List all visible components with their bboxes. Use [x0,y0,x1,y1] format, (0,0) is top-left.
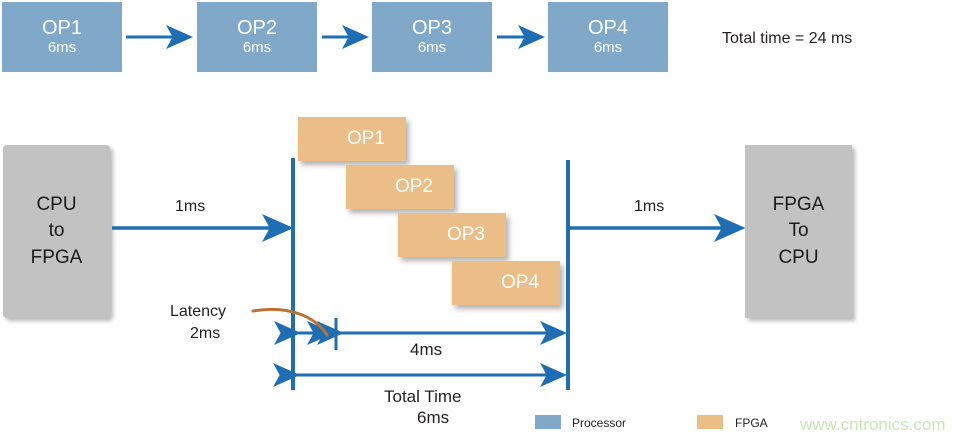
pipeline-op-box-4: OP4 [452,261,560,305]
cpu-to-fpga-line-1: CPU [36,194,77,216]
sequential-op-time: 6ms [47,38,77,56]
sequential-op-label: OP3 [411,17,453,40]
cpu-to-fpga-block: CPU to FPGA [3,145,110,318]
fpga-to-cpu-line-1: FPGA [772,194,825,216]
total-time-line-2: 6ms [417,408,450,427]
sequential-op-time: 6ms [242,38,272,56]
sequential-op-label: OP2 [236,17,278,40]
sequential-op-box-1: OP1 6ms [2,2,122,72]
transfer-out-label: 1ms [634,198,665,215]
sequential-op-box-2: OP2 6ms [197,2,317,72]
cpu-to-fpga-line-3: FPGA [30,246,83,268]
pipeline-op-label: OP3 [446,224,486,245]
fpga-to-cpu-line-2: To [788,220,809,242]
sequential-op-box-3: OP3 6ms [372,2,492,72]
total-time-line-1: Total Time [384,387,462,406]
pipeline-op-label: OP4 [500,272,540,293]
legend-swatch-fpga [697,415,723,429]
legend-label-processor: Processor [572,416,627,430]
cpu-to-fpga-line-2: to [48,220,65,242]
transfer-in-label: 1ms [175,198,206,215]
fpga-to-cpu-block: FPGA To CPU [745,145,852,318]
legend-label-fpga: FPGA [735,416,768,430]
sequential-op-box-4: OP4 6ms [548,2,668,72]
sequential-op-time: 6ms [417,38,447,56]
pipeline-op-label: OP1 [346,128,386,149]
sequential-op-label: OP4 [587,17,629,40]
watermark-text: www.cntronics.com [800,415,946,434]
latency-label-line-1: Latency [170,303,227,320]
latency-label-line-2: 2ms [190,325,221,342]
sequential-op-time: 6ms [593,38,623,56]
legend-swatch-processor [535,415,561,429]
span-4ms-label: 4ms [410,340,443,359]
pipeline-op-box-1: OP1 [298,117,406,161]
latency-leader-line [251,307,329,337]
total-time-label: Total time = 24 ms [722,30,853,47]
pipeline-op-box-2: OP2 [346,165,454,209]
sequential-op-label: OP1 [41,17,83,40]
fpga-to-cpu-line-3: CPU [778,246,819,268]
pipeline-op-label: OP2 [394,176,434,197]
pipeline-op-box-3: OP3 [398,213,506,257]
